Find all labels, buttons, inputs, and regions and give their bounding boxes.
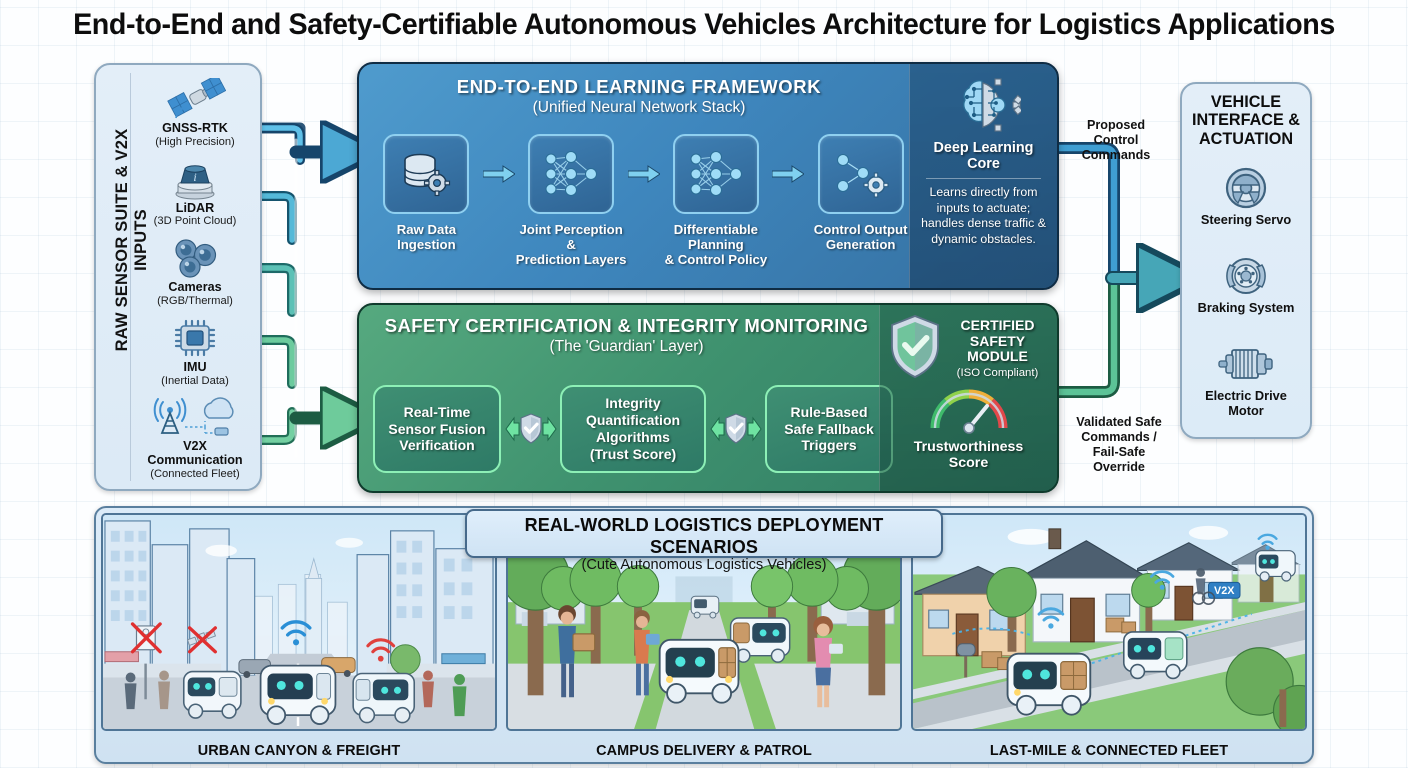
pipeline-arrow-3: [771, 134, 805, 214]
steering-wheel-icon: [1187, 165, 1305, 211]
page-title: End-to-End and Safety-Certifiable Autono…: [73, 8, 1335, 41]
end-to-end-learning-panel: END-TO-END LEARNING FRAMEWORK (Unified N…: [357, 62, 1059, 290]
sensor-name: V2X Communication: [147, 439, 243, 468]
sensor-sub: (Connected Fleet): [150, 468, 240, 481]
scenarios-banner: REAL-WORLD LOGISTICS DEPLOYMENT SCENARIO…: [465, 509, 943, 573]
sensor-name: LiDAR: [175, 200, 215, 215]
sensor-item-imu[interactable]: IMU (Inertial Data): [134, 316, 256, 388]
actuator-item-braking-system[interactable]: Braking System: [1187, 253, 1305, 315]
deep-learning-core-card: Deep Learning Core Learns directly from …: [909, 64, 1057, 288]
svg-text:i: i: [193, 170, 196, 184]
safety-link-1: [504, 412, 558, 446]
urban-canyon-scene[interactable]: [101, 513, 497, 731]
neural-net-icon: [528, 134, 615, 214]
divider: [926, 178, 1041, 179]
actuator-item-steering-servo[interactable]: Steering Servo: [1187, 165, 1305, 227]
certified-module-sub: (ISO Compliant): [956, 366, 1039, 379]
pipeline-step-label: Joint Perception &Prediction Layers: [515, 222, 627, 268]
sensor-name: Cameras: [168, 280, 222, 295]
deep-learning-core-description: Learns directly from inputs to actuate; …: [921, 185, 1046, 247]
svg-text:V2X: V2X: [1214, 585, 1235, 597]
sensor-sub: (3D Point Cloud): [153, 215, 237, 228]
scenario-caption-campus: CAMPUS DELIVERY & PATROL: [596, 741, 812, 759]
sensor-item-v2x[interactable]: V2X Communication (Connected Fleet): [134, 395, 256, 481]
pipeline-arrow-1: [482, 134, 516, 214]
shield-check-icon: [886, 313, 944, 384]
safety-heading: SAFETY CERTIFICATION & INTEGRITY MONITOR…: [384, 315, 869, 336]
safety-subheading: (The 'Guardian' Layer): [549, 338, 704, 355]
pipeline-arrow-2: [627, 134, 661, 214]
actuator-name: Steering Servo: [1200, 211, 1292, 227]
sensor-sub: (RGB/Thermal): [157, 295, 233, 308]
scenario-caption-lastmile: LAST-MILE & CONNECTED FLEET: [989, 741, 1229, 759]
rail-divider: [130, 73, 131, 481]
scenarios-banner-sub: (Cute Autonomous Logistics Vehicles): [581, 557, 827, 573]
gauge-icon: [929, 389, 1008, 434]
last-mile-scene[interactable]: V2X: [911, 513, 1307, 731]
scenarios-banner-title: REAL-WORLD LOGISTICS DEPLOYMENT SCENARIO…: [524, 514, 884, 557]
e2e-heading: END-TO-END LEARNING FRAMEWORK: [456, 76, 822, 97]
lidar-icon: i: [134, 157, 256, 201]
neural-net-icon: [672, 134, 759, 214]
control-output-icon: [817, 134, 904, 214]
sensor-item-lidar[interactable]: i LiDAR (3D Point Cloud): [134, 157, 256, 229]
deployment-scenarios-panel: V2X: [94, 506, 1314, 764]
sensor-name: IMU: [183, 359, 207, 374]
safety-header: SAFETY CERTIFICATION & INTEGRITY MONITOR…: [359, 315, 894, 356]
deep-learning-core-title: Deep Learning Core: [933, 140, 1034, 172]
satellite-icon: [134, 77, 256, 121]
electric-motor-icon: [1187, 341, 1305, 387]
e2e-subheading: (Unified Neural Network Stack): [532, 99, 746, 116]
database-gear-icon: [383, 134, 470, 214]
sensor-item-gnss-rtk[interactable]: GNSS-RTK (High Precision): [134, 77, 256, 149]
pipeline-step-label: Differentiable Planning& Control Policy: [664, 222, 768, 268]
pipeline-step-joint-perception[interactable]: Joint Perception &Prediction Layers: [516, 134, 627, 268]
sensor-item-cameras[interactable]: Cameras (RGB/Thermal): [134, 236, 256, 308]
sensor-name: GNSS-RTK: [162, 121, 228, 135]
cameras-icon: [134, 236, 256, 280]
sensor-sub: (High Precision): [155, 135, 235, 148]
sensor-sub: (Inertial Data): [161, 374, 229, 387]
sensor-suite-panel: RAW SENSOR SUITE & V2X INPUTS: [94, 63, 262, 491]
antenna-cloud-icon: [134, 395, 256, 439]
scenario-caption-urban: URBAN CANYON & FREIGHT: [197, 741, 401, 759]
brake-disc-icon: [1187, 253, 1305, 299]
e2e-header: END-TO-END LEARNING FRAMEWORK (Unified N…: [359, 76, 919, 117]
actuator-name: Braking System: [1197, 300, 1295, 316]
scenario-captions: URBAN CANYON & FREIGHT CAMPUS DELIVERY &…: [101, 735, 1307, 765]
pipeline-step-differentiable-planning[interactable]: Differentiable Planning& Control Policy: [661, 134, 772, 268]
safety-link-2: [709, 412, 763, 446]
brain-gear-icon: [916, 72, 1051, 138]
safety-certification-panel: SAFETY CERTIFICATION & INTEGRITY MONITOR…: [357, 303, 1059, 493]
chip-icon: [134, 316, 256, 360]
